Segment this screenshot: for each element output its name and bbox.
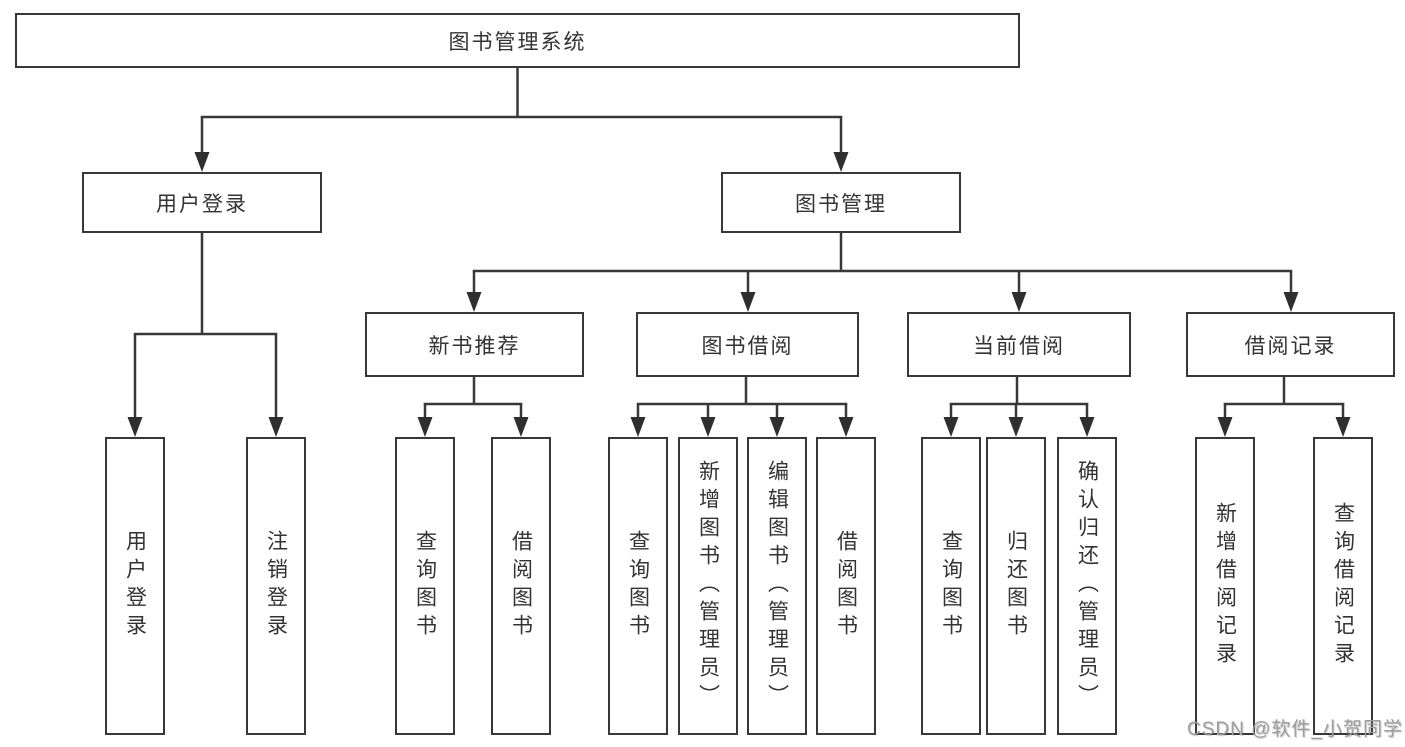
leaf-edit-books-admin: 编辑图书（管理员） <box>747 437 807 735</box>
leaf-label: 注销登录 <box>264 530 288 642</box>
node-label: 用户登录 <box>156 192 248 216</box>
leaf-borrow-books-recommend: 借阅图书 <box>491 437 551 735</box>
leaf-label: 归还图书 <box>1004 530 1028 642</box>
leaf-label: 查询图书 <box>939 530 963 642</box>
leaf-add-books-admin: 新增图书（管理员） <box>678 437 738 735</box>
node-label: 借阅记录 <box>1244 334 1337 358</box>
leaf-query-books-borrow: 查询图书 <box>608 437 668 735</box>
edges-book-management <box>466 233 1299 312</box>
leaf-add-borrow-record: 新增借阅记录 <box>1195 437 1255 735</box>
leaf-label: 查询借阅记录 <box>1331 502 1355 670</box>
edges-user-login <box>127 233 284 437</box>
leaf-return-books: 归还图书 <box>986 437 1046 735</box>
node-label: 图书管理 <box>795 192 887 216</box>
node-label: 图书管理系统 <box>448 30 587 54</box>
leaf-label: 查询图书 <box>626 530 650 642</box>
node-label: 图书借阅 <box>701 334 794 358</box>
edges-root <box>194 68 849 172</box>
leaf-label: 借阅图书 <box>509 530 533 642</box>
leaf-logout: 注销登录 <box>246 437 306 735</box>
node-book-management: 图书管理 <box>721 172 961 233</box>
leaf-label: 编辑图书（管理员） <box>765 460 789 712</box>
node-user-login: 用户登录 <box>82 172 322 233</box>
leaf-label: 查询图书 <box>413 530 437 642</box>
leaf-label: 新增图书（管理员） <box>696 460 720 712</box>
node-new-book-recommend: 新书推荐 <box>365 312 584 377</box>
node-borrow-records: 借阅记录 <box>1186 312 1395 377</box>
edges-book-borrow <box>630 377 854 437</box>
leaf-label: 用户登录 <box>123 530 147 642</box>
node-root-system: 图书管理系统 <box>15 13 1020 68</box>
edges-borrow-records <box>1217 377 1351 437</box>
edges-new-book-recommend <box>417 377 529 437</box>
leaf-query-books-current: 查询图书 <box>921 437 981 735</box>
node-current-borrow: 当前借阅 <box>907 312 1131 377</box>
csdn-watermark: CSDN @软件_小贺同学 <box>1187 719 1403 740</box>
edges-current-borrow <box>943 377 1095 437</box>
leaf-user-login: 用户登录 <box>105 437 165 735</box>
leaf-label: 确认归还（管理员） <box>1075 460 1099 712</box>
node-label: 当前借阅 <box>973 334 1065 358</box>
node-book-borrow: 图书借阅 <box>636 312 859 377</box>
leaf-label: 新增借阅记录 <box>1213 502 1237 670</box>
leaf-borrow-books: 借阅图书 <box>816 437 876 735</box>
leaf-query-borrow-record: 查询借阅记录 <box>1313 437 1373 735</box>
leaf-label: 借阅图书 <box>834 530 858 642</box>
leaf-confirm-return-admin: 确认归还（管理员） <box>1057 437 1117 735</box>
leaf-query-books-recommend: 查询图书 <box>395 437 455 735</box>
node-label: 新书推荐 <box>428 334 521 358</box>
